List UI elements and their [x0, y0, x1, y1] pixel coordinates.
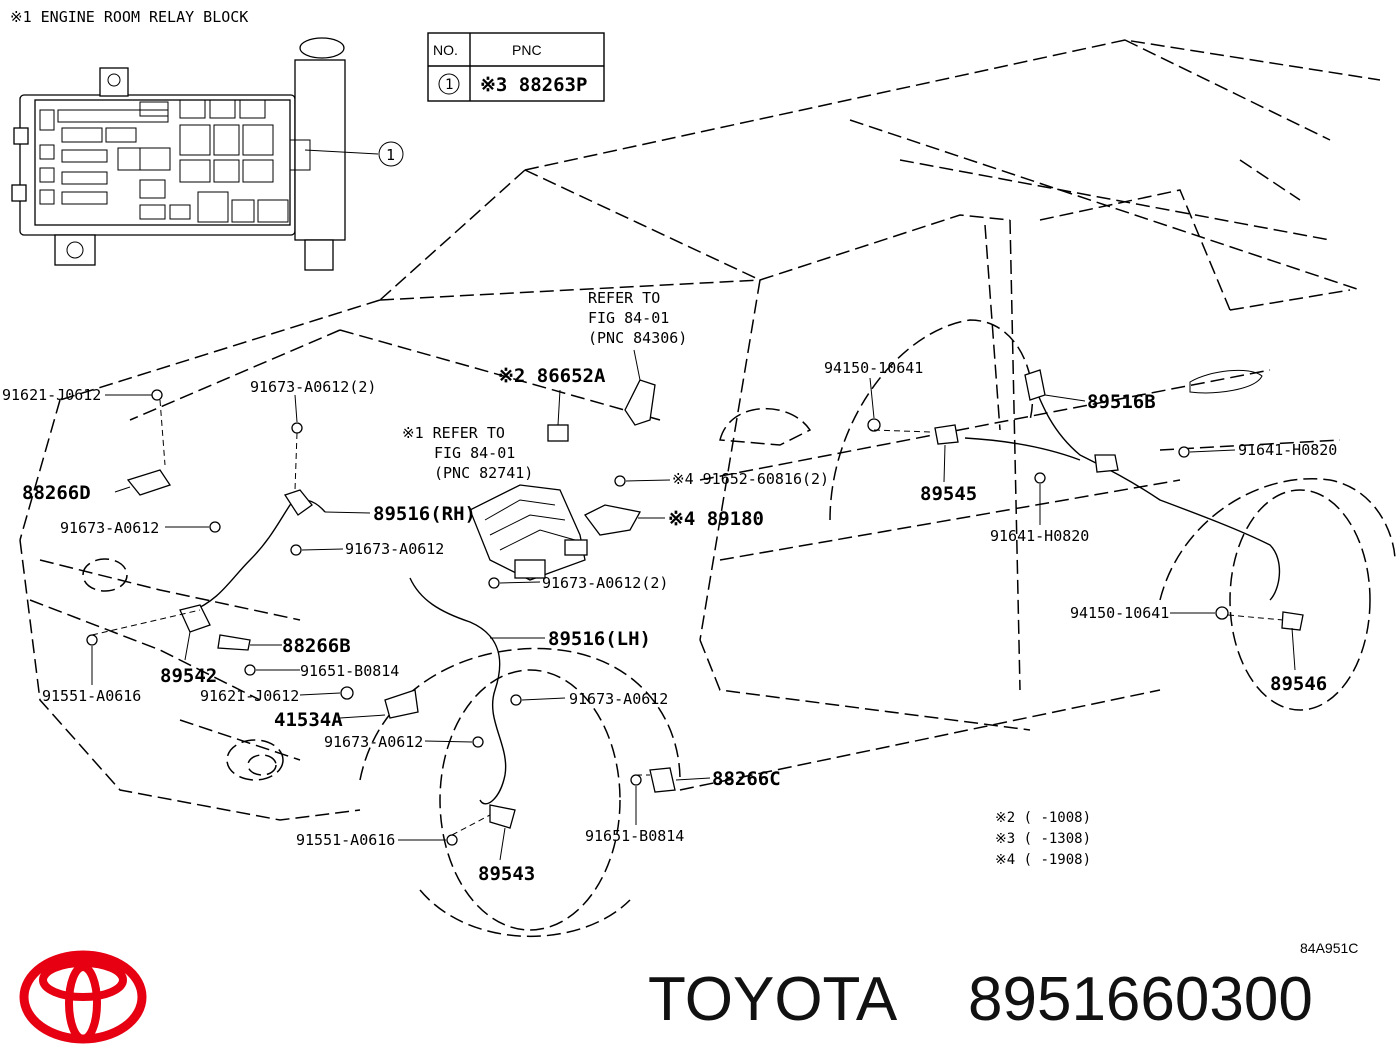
relay-callout-number: 1: [386, 146, 395, 164]
label-91652-60816: ※4 91652-60816(2): [672, 470, 829, 488]
label-91673-a0612-mid: 91673-A0612: [345, 540, 444, 558]
label-91651-b0814-a: 91651-B0814: [300, 662, 399, 680]
pnc-table-row-pnc: ※3 88263P: [480, 74, 587, 96]
label-89542: 89542: [160, 665, 217, 687]
components: [86, 369, 1304, 846]
pnc-table-row-no: 1: [445, 77, 453, 93]
label-91673-a0612-2-lower: 91673-A0612(2): [542, 574, 668, 592]
label-88266d: 88266D: [22, 482, 91, 504]
part-86652a-illustration: [547, 424, 569, 442]
toyota-logo-icon: [19, 950, 147, 1044]
abs-actuator-illustration: [469, 484, 588, 581]
relay-block-title: ※1 ENGINE ROOM RELAY BLOCK: [10, 8, 248, 26]
note-line-1: ※2 ( -1008): [995, 810, 1091, 826]
refer-note-82741-line2: FIG 84-01: [434, 444, 515, 462]
label-91551-a0616-bottom: 91551-A0616: [296, 831, 395, 849]
refer-note-82741-line1: ※1 REFER TO: [402, 424, 505, 442]
refer-note-84306-line2: FIG 84-01: [588, 309, 669, 327]
label-91641-h0820-lower: 91641-H0820: [990, 527, 1089, 545]
bracket-88266c: [649, 767, 676, 793]
sensor-89546: [1281, 611, 1304, 631]
label-91641-h0820-right: 91641-H0820: [1238, 441, 1337, 459]
part-84306-illustration: [624, 379, 656, 426]
bracket-41534a: [384, 689, 419, 719]
bracket-88266d: [126, 469, 172, 496]
label-41534a: 41534A: [274, 709, 343, 731]
part-number: 8951660300: [968, 965, 1313, 1034]
label-91673-a0612-right: 91673-A0612: [569, 690, 668, 708]
note-line-3: ※4 ( -1908): [995, 852, 1091, 868]
harness-89516lh: [409, 577, 507, 805]
leader-lines: [91, 349, 1296, 861]
sensor-89542: [179, 604, 211, 633]
label-88266c: 88266C: [712, 768, 781, 790]
label-91651-b0814-b: 91651-B0814: [585, 827, 684, 845]
refer-note-84306-line1: REFER TO: [588, 289, 660, 307]
label-91673-a0612-left: 91673-A0612: [60, 519, 159, 537]
label-89545: 89545: [920, 483, 977, 505]
label-91551-a0616-left: 91551-A0616: [42, 687, 141, 705]
label-89516lh: 89516(LH): [548, 628, 651, 650]
label-94150-10641-lower: 94150-10641: [1070, 604, 1169, 622]
label-89516rh: 89516(RH): [373, 503, 476, 525]
brand-name: TOYOTA: [648, 965, 898, 1034]
label-89546: 89546: [1270, 673, 1327, 695]
sensor-89545: [934, 424, 959, 445]
sensor-89180-illustration: [584, 504, 642, 536]
label-91673-a0612-2-top: 91673-A0612(2): [250, 378, 376, 396]
bolts: [86, 389, 1229, 846]
label-86652a: ※2 86652A: [498, 365, 606, 387]
label-88266b: 88266B: [282, 635, 351, 657]
label-89180: ※4 89180: [668, 508, 764, 530]
pnc-table-header-no: NO.: [433, 42, 458, 58]
label-89516b: 89516B: [1087, 391, 1156, 413]
callout-1-circle: [378, 141, 404, 167]
bracket-88266b: [217, 634, 251, 651]
label-layer: ※1 ENGINE ROOM RELAY BLOCK 1 NO. PNC 1 ※…: [2, 8, 1358, 956]
label-91673-a0612-bottom: 91673-A0612: [324, 733, 423, 751]
refer-note-82741-line3: (PNC 82741): [434, 464, 533, 482]
sensor-89543: [489, 804, 516, 829]
pnc-table: [427, 32, 605, 102]
diagram-code: 84A951C: [1300, 940, 1358, 956]
pnc-table-header-pnc: PNC: [512, 42, 542, 58]
note-line-2: ※3 ( -1308): [995, 831, 1091, 847]
refer-note-84306-line3: (PNC 84306): [588, 329, 687, 347]
label-91621-j0612-top: 91621-J0612: [2, 386, 101, 404]
label-89543: 89543: [478, 863, 535, 885]
harness-89516b: [1029, 374, 1281, 601]
engine-room-relay-block-illustration: [11, 37, 404, 271]
harness-89516rh: [189, 498, 326, 613]
label-91621-j0612-lower: 91621-J0612: [200, 687, 299, 705]
label-94150-10641-rear: 94150-10641: [824, 359, 923, 377]
